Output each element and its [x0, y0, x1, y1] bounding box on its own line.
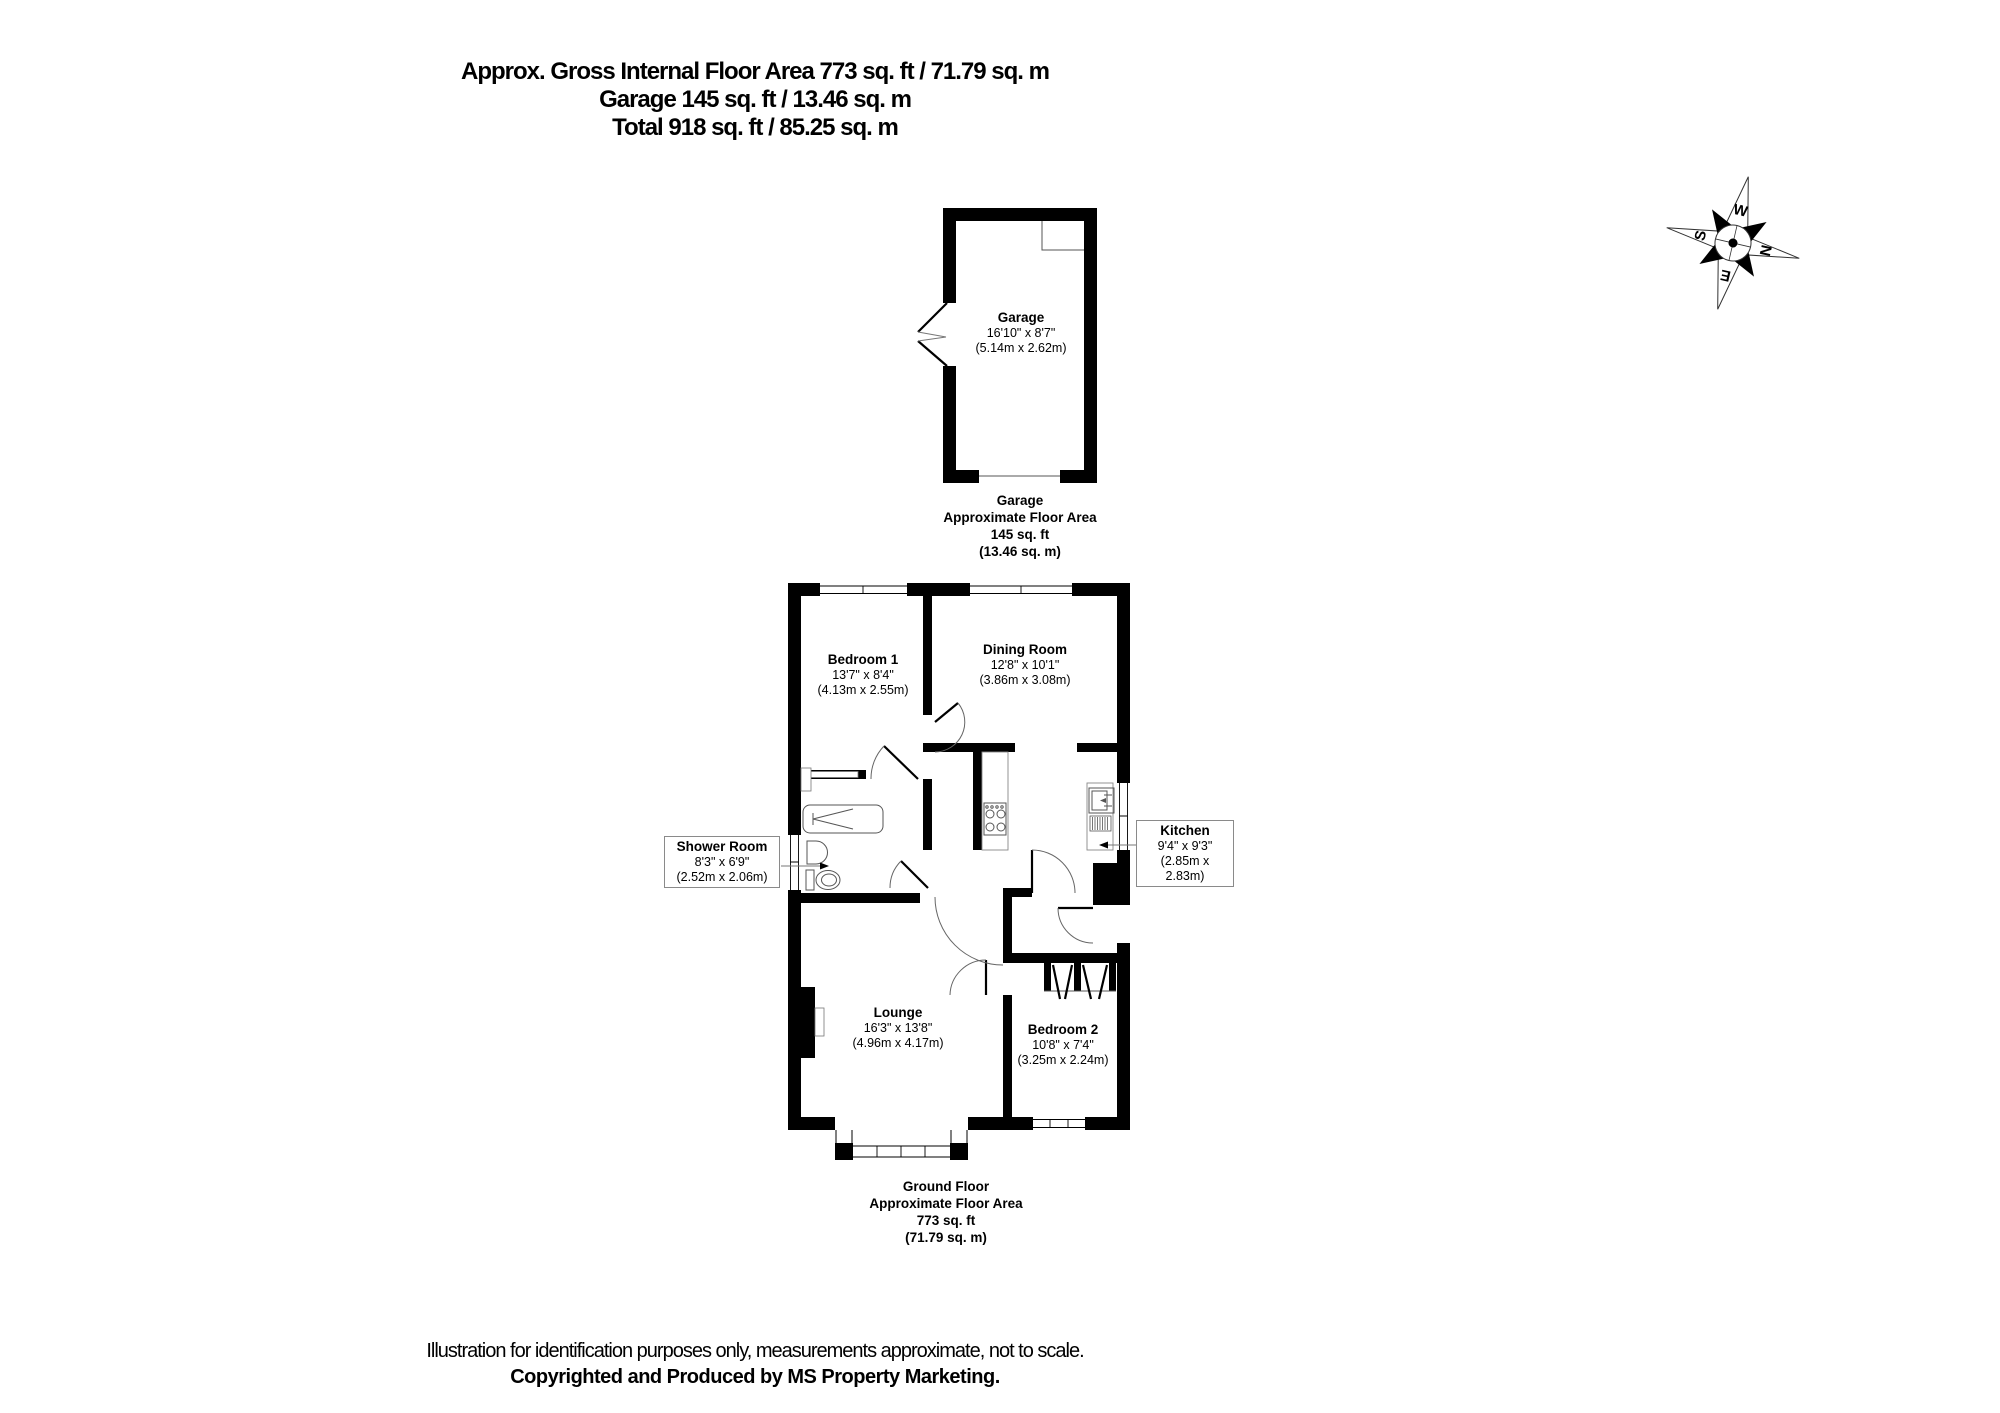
- room-label-dining-room: Dining Room 12'8" x 10'1" (3.86m x 3.08m…: [945, 642, 1105, 688]
- bedroom1-cupboard: [805, 771, 859, 778]
- kitchen-sink-icon: [1088, 787, 1115, 814]
- room-size-imperial: 16'10" x 8'7": [986, 326, 1056, 340]
- room-label-bedroom1: Bedroom 1 13'7" x 8'4" (4.13m x 2.55m): [783, 652, 943, 698]
- title-line-1: Approx. Gross Internal Floor Area 773 sq…: [461, 58, 1050, 85]
- room-name: Shower Room: [676, 839, 768, 854]
- chimney-breast: [801, 987, 825, 1058]
- garage-caption: Garage Approximate Floor Area 145 sq. ft…: [943, 493, 1097, 559]
- room-size-imperial: 13'7" x 8'4": [832, 668, 894, 682]
- room-label-kitchen: Kitchen 9'4" x 9'3" (2.85m x 2.83m): [1136, 820, 1234, 887]
- ground-floor-caption: Ground Floor Approximate Floor Area 773 …: [869, 1179, 1023, 1245]
- compass-letter-n: N: [1756, 243, 1775, 257]
- garage-walls: [943, 208, 1097, 483]
- windows: [788, 583, 1130, 1130]
- kitchen-leader: [1099, 841, 1136, 849]
- room-size-metric: (3.25m x 2.24m): [1017, 1053, 1109, 1067]
- bay-window: [835, 1130, 968, 1160]
- room-name: Garage: [997, 310, 1045, 325]
- room-size-metric: (2.52m x 2.06m): [676, 870, 768, 884]
- room-size-imperial: 10'8" x 7'4": [1032, 1038, 1094, 1052]
- room-size-metric: (4.13m x 2.55m): [817, 683, 909, 697]
- garage-door-icon: [917, 302, 948, 367]
- copyright-text: Copyrighted and Produced by MS Property …: [510, 1366, 1000, 1388]
- basin-icon: [806, 840, 828, 865]
- garage-storage-outline: [1041, 221, 1084, 251]
- compass-letter-e: E: [1719, 266, 1733, 285]
- disclaimer-text: Illustration for identification purposes…: [426, 1340, 1084, 1362]
- compass-letter-s: S: [1691, 229, 1710, 243]
- room-size-imperial: 9'4" x 9'3": [1157, 839, 1213, 853]
- room-label-bedroom2: Bedroom 2 10'8" x 7'4" (3.25m x 2.24m): [983, 1022, 1143, 1068]
- compass-center-dot: [1728, 238, 1738, 248]
- wardrobe-icon: [1044, 963, 1116, 1000]
- title-line-3: Total 918 sq. ft / 85.25 sq. m: [612, 114, 899, 141]
- page-title: Approx. Gross Internal Floor Area 773 sq…: [55, 58, 1455, 142]
- footer: Illustration for identification purposes…: [55, 1338, 1455, 1390]
- room-name: Dining Room: [983, 642, 1067, 657]
- kitchen-counter-right: [1086, 782, 1114, 851]
- room-size-imperial: 8'3" x 6'9": [694, 855, 750, 869]
- room-size-metric: (5.14m x 2.62m): [975, 341, 1067, 355]
- kitchen-counter-left: [981, 751, 1009, 851]
- appliance-icon: [1089, 815, 1112, 832]
- room-name: Kitchen: [1160, 823, 1210, 838]
- ground-floor-plan: [781, 583, 1136, 1160]
- hob-icon: [983, 802, 1007, 836]
- wall-cupboard-left: [800, 767, 812, 792]
- room-name: Bedroom 1: [827, 652, 899, 667]
- room-label-lounge: Lounge 16'3" x 13'8" (4.96m x 4.17m): [818, 1005, 978, 1051]
- garage-plan: [917, 208, 1097, 483]
- shower-room-leader: [781, 862, 829, 870]
- door-arcs: [870, 702, 1094, 996]
- room-name: Bedroom 2: [1027, 1022, 1099, 1037]
- exterior-walls: [788, 583, 1130, 1130]
- room-size-metric: (4.96m x 4.17m): [852, 1036, 944, 1050]
- room-label-shower-room: Shower Room 8'3" x 6'9" (2.52m x 2.06m): [664, 836, 780, 888]
- room-name: Lounge: [873, 1005, 923, 1020]
- toilet-icon: [805, 869, 841, 891]
- title-line-2: Garage 145 sq. ft / 13.46 sq. m: [599, 86, 912, 113]
- compass-rose: N E S W: [1666, 176, 1800, 310]
- room-size-metric: (2.85m x 2.83m): [1160, 854, 1210, 883]
- room-size-imperial: 12'8" x 10'1": [990, 658, 1060, 672]
- room-size-metric: (3.86m x 3.08m): [979, 673, 1071, 687]
- room-size-imperial: 16'3" x 13'8": [863, 1021, 933, 1035]
- room-label-garage: Garage 16'10" x 8'7" (5.14m x 2.62m): [941, 310, 1101, 356]
- compass-letter-w: W: [1732, 201, 1750, 221]
- door-leaves: [883, 702, 1093, 995]
- shower-icon: [802, 804, 884, 834]
